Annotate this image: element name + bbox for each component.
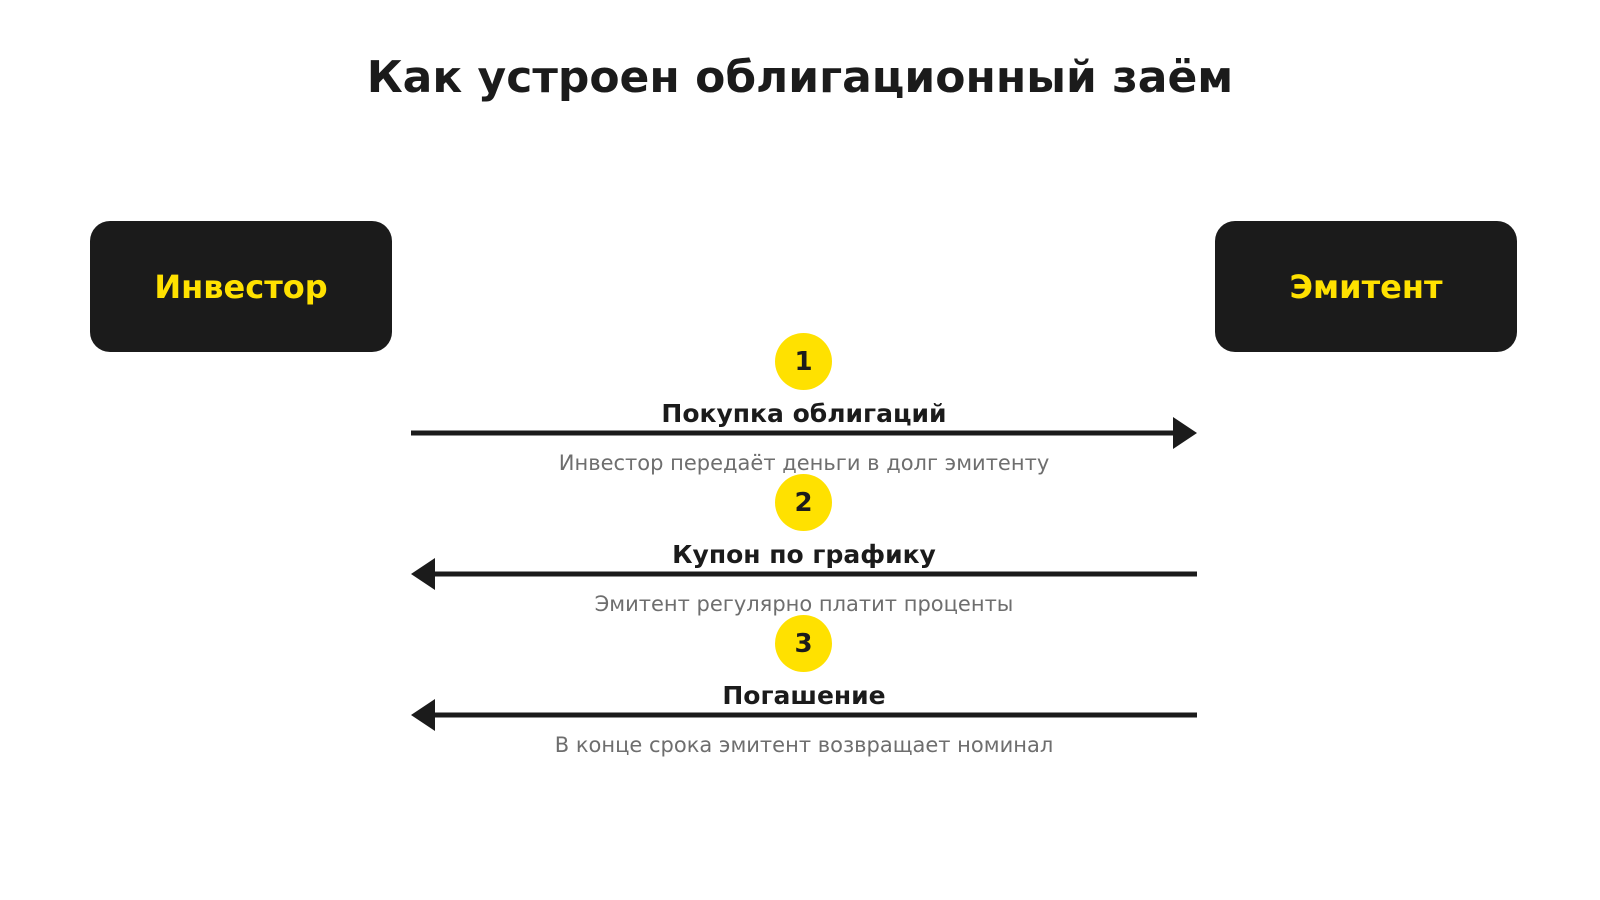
step-label: Покупка облигаций [661,399,947,428]
step-number-badge: 1 [775,333,832,390]
step-number: 2 [794,487,813,518]
page-title: Как устроен облигационный заём [366,52,1234,103]
arrow-head [1173,417,1197,449]
step-purchase: 1 Покупка облигаций Инвестор передаёт де… [411,333,1197,475]
arrow-right [411,417,1197,449]
arrow-left [411,699,1197,731]
step-number: 1 [794,346,813,377]
issuer-label: Эмитент [1289,267,1443,306]
step-description: Эмитент регулярно платит проценты [594,592,1014,616]
step-redemption: 3 Погашение В конце срока эмитент возвра… [411,615,1197,757]
step-description: В конце срока эмитент возвращает номинал [554,733,1054,757]
arrow-head [411,558,435,590]
step-number-badge: 2 [775,474,832,531]
step-label: Погашение [722,681,886,710]
step-label: Купон по графику [672,540,936,569]
investor-label: Инвестор [154,267,328,306]
arrow-left [411,558,1197,590]
step-number: 3 [794,628,813,659]
step-coupon: 2 Купон по графику Эмитент регулярно пла… [411,474,1197,616]
investor-node: Инвестор [90,221,392,352]
arrow-head [411,699,435,731]
step-number-badge: 3 [775,615,832,672]
issuer-node: Эмитент [1215,221,1517,352]
step-description: Инвестор передаёт деньги в долг эмитенту [558,451,1050,475]
